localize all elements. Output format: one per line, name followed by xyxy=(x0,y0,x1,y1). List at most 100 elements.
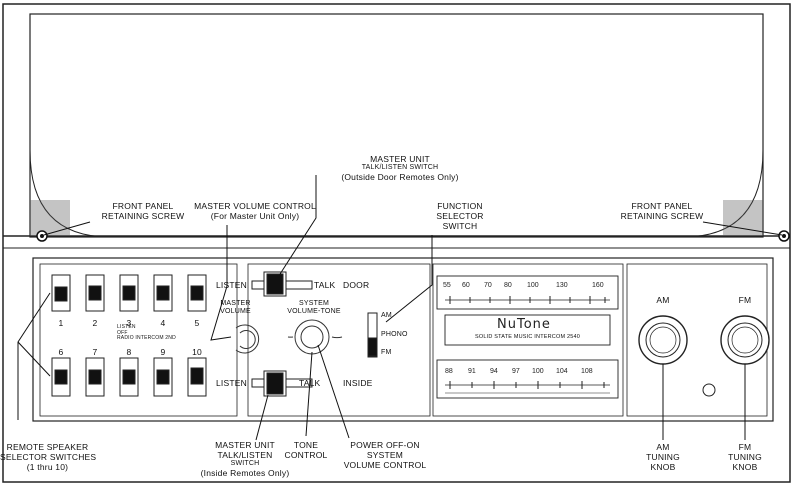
fm-knob-label: FM xyxy=(738,295,752,305)
callout-line: (1 thru 10) xyxy=(26,462,69,472)
system-volume-tone-label: SYSTEM VOLUME-TONE xyxy=(285,300,343,316)
callout-line: TALK/LISTEN SWITCH xyxy=(361,164,439,171)
model-name: SOLID STATE MUSIC INTERCOM 2540 xyxy=(474,334,580,340)
callout-line: FUNCTION xyxy=(437,201,483,211)
callout-fm-tuning-knob: FM TUNING KNOB xyxy=(715,442,775,472)
switch-1[interactable] xyxy=(51,274,71,312)
label-line: VOLUME-TONE xyxy=(287,308,341,315)
switch-number-3: 3 xyxy=(126,318,132,328)
callout-line: (For Master Unit Only) xyxy=(210,211,300,221)
callout-line: MASTER VOLUME CONTROL xyxy=(194,201,316,211)
am-tuning-knob[interactable] xyxy=(638,315,688,365)
callout-line: RETAINING SCREW xyxy=(101,211,185,221)
fm-scale-100: 100 xyxy=(532,368,544,375)
switch-number-4: 4 xyxy=(160,318,166,328)
indicator-light xyxy=(702,383,716,397)
callout-line: POWER OFF-ON xyxy=(350,440,420,450)
callout-remote-speaker-selector: REMOTE SPEAKER SELECTOR SWITCHES (1 thru… xyxy=(0,442,97,472)
switch-3[interactable] xyxy=(119,274,139,312)
speaker-selector-switches xyxy=(51,274,207,397)
system-volume-tone-knob[interactable] xyxy=(287,319,343,355)
fm-scale-94: 94 xyxy=(490,368,498,375)
fm-scale-104: 104 xyxy=(556,368,568,375)
switch-5[interactable] xyxy=(187,274,207,312)
talk-listen-switch-inside[interactable] xyxy=(251,370,313,397)
am-scale-100: 100 xyxy=(527,282,539,289)
function-selector[interactable] xyxy=(367,312,378,358)
master-volume-label: MASTER VOLUME xyxy=(208,300,263,316)
am-scale-70: 70 xyxy=(484,282,492,289)
switch-10[interactable] xyxy=(187,357,207,397)
callout-line: (Inside Remotes Only) xyxy=(200,468,290,478)
switch-8[interactable] xyxy=(119,357,139,397)
fm-tuning-knob[interactable] xyxy=(720,315,770,365)
switch-4[interactable] xyxy=(153,274,173,312)
master-volume-knob[interactable] xyxy=(235,324,260,354)
switch-number-1: 1 xyxy=(58,318,64,328)
right-retaining-screw xyxy=(778,230,790,242)
label-line: SYSTEM xyxy=(299,300,329,307)
switch-number-7: 7 xyxy=(92,347,98,357)
am-scale-80: 80 xyxy=(504,282,512,289)
callout-line: FM xyxy=(738,442,752,452)
front-panel xyxy=(32,257,774,422)
callout-line: SELECTOR SWITCHES xyxy=(0,452,97,462)
label-line: MASTER xyxy=(220,300,251,307)
callout-line: MASTER UNIT xyxy=(215,440,275,450)
callout-line: TALK/LISTEN xyxy=(217,450,273,460)
callout-front-panel-screw-right: FRONT PANEL RETAINING SCREW xyxy=(612,201,712,221)
left-retaining-screw xyxy=(36,230,48,242)
am-dial xyxy=(436,275,619,310)
callout-line: AM xyxy=(656,442,670,452)
talk-label-inside: TALK xyxy=(299,378,321,388)
fm-scale-88: 88 xyxy=(445,368,453,375)
switch-2[interactable] xyxy=(85,274,105,312)
callout-line: SWITCH xyxy=(442,221,478,231)
switch-number-8: 8 xyxy=(126,347,132,357)
brand-window xyxy=(444,314,611,346)
callout-master-talk-listen-outside: MASTER UNIT TALK/LISTEN SWITCH (Outside … xyxy=(310,154,490,182)
callout-line: KNOB xyxy=(650,462,676,472)
fm-scale-108: 108 xyxy=(581,368,593,375)
am-scale-160: 160 xyxy=(592,282,604,289)
callout-line: FRONT PANEL xyxy=(112,201,174,211)
fm-scale-91: 91 xyxy=(468,368,476,375)
am-knob-label: AM xyxy=(656,295,670,305)
callout-line: TUNING xyxy=(646,452,680,462)
switch-9[interactable] xyxy=(153,357,173,397)
callout-line: (Outside Door Remotes Only) xyxy=(341,172,459,182)
callout-master-talk-listen-inside: MASTER UNIT TALK/LISTEN SWITCH (Inside R… xyxy=(190,440,300,478)
function-phono-label: PHONO xyxy=(381,331,408,338)
unit-housing xyxy=(2,3,791,483)
switch-number-9: 9 xyxy=(160,347,166,357)
talk-label-door: TALK xyxy=(314,280,336,290)
talk-listen-switch-door[interactable] xyxy=(251,271,313,297)
leader-lines xyxy=(17,175,783,441)
callout-front-panel-screw-left: FRONT PANEL RETAINING SCREW xyxy=(93,201,193,221)
callout-line: CONTROL xyxy=(284,450,328,460)
callout-line: VOLUME CONTROL xyxy=(343,460,427,470)
fm-dial xyxy=(436,359,619,399)
callout-line: FRONT PANEL xyxy=(631,201,693,211)
label-line: VOLUME xyxy=(220,308,251,315)
brand-name: NuTone xyxy=(497,317,551,332)
inside-label: INSIDE xyxy=(343,378,373,388)
callout-line: TONE xyxy=(293,440,319,450)
callout-line: SYSTEM xyxy=(366,450,404,460)
function-fm-label: FM xyxy=(381,349,392,356)
switch-7[interactable] xyxy=(85,357,105,397)
callout-am-tuning-knob: AM TUNING KNOB xyxy=(633,442,693,472)
switch-number-2: 2 xyxy=(92,318,98,328)
callout-line: REMOTE SPEAKER xyxy=(6,442,89,452)
am-scale-130: 130 xyxy=(556,282,568,289)
callout-line: SWITCH xyxy=(230,460,260,467)
door-label: DOOR xyxy=(343,280,370,290)
listen-label-door: LISTEN xyxy=(216,280,247,290)
callout-line: SELECTOR xyxy=(436,211,484,221)
function-am-label: AM xyxy=(381,312,392,319)
callout-line: TUNING xyxy=(728,452,762,462)
switch-6[interactable] xyxy=(51,357,71,397)
switch-legend: LISTEN OFF RADIO INTERCOM 2ND xyxy=(117,324,176,342)
